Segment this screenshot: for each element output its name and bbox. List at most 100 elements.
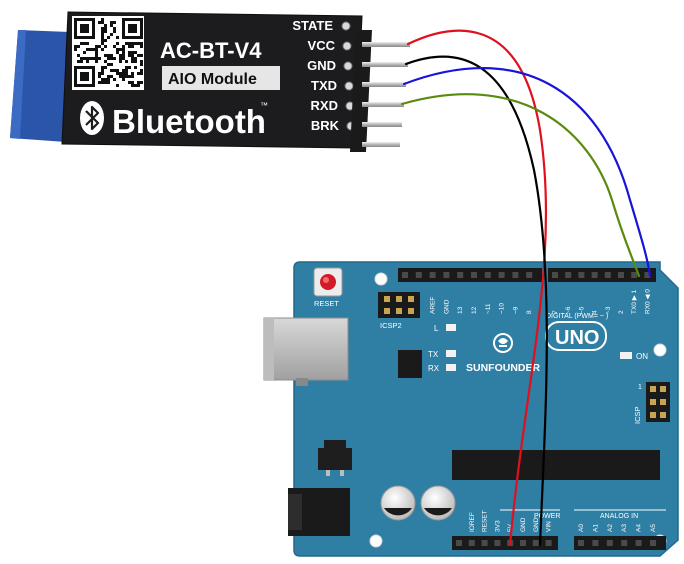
header-hole xyxy=(526,272,533,278)
header-hole xyxy=(578,272,585,278)
power-pin-label: GND xyxy=(520,517,527,532)
power-pin-label: VIN xyxy=(546,521,553,532)
module-antenna xyxy=(10,30,70,142)
header-hole xyxy=(429,272,436,278)
pin-rxd-label: RXD xyxy=(311,98,338,113)
arduino-uno-board: RESET ICSP2 L TX RX xyxy=(263,261,679,557)
usb-port xyxy=(263,317,349,386)
digital-pin-label: TX0 ▶ 1 xyxy=(631,289,638,314)
pad-gnd xyxy=(343,61,353,71)
header-hole xyxy=(484,272,491,278)
digital-pin-label: ~9 xyxy=(512,306,519,314)
capacitor xyxy=(420,485,456,521)
reset-button[interactable] xyxy=(313,267,343,297)
mount-hole xyxy=(374,272,388,286)
led-l xyxy=(446,324,456,331)
header-hole xyxy=(471,272,477,278)
digital-pin-label: ~5 xyxy=(578,306,585,314)
bluetooth-module: AC-BT-V4 AIO Module Bluetooth ™ STATE VC… xyxy=(10,11,410,152)
analog-header xyxy=(574,536,666,550)
analog-pin-label: A5 xyxy=(650,524,657,532)
digital-pin-label: ~6 xyxy=(565,306,572,314)
icsp-header xyxy=(646,382,670,422)
pin-txd-label: TXD xyxy=(311,78,337,93)
analog-pin-label: A3 xyxy=(621,524,628,532)
header-pins xyxy=(362,42,410,147)
header-hole xyxy=(635,540,642,546)
digital-pin-label: 2 xyxy=(618,310,625,314)
led-rx xyxy=(446,364,456,371)
pad-txd xyxy=(344,81,354,91)
digital-pin-label: ~11 xyxy=(485,303,492,314)
power-pin-label: 3V3 xyxy=(494,520,501,532)
led-tx-label: TX xyxy=(428,350,439,359)
digital-label: DIGITAL (PWM= ~ ) xyxy=(546,313,608,320)
led-on xyxy=(620,352,632,359)
digital-pin-label: AREF xyxy=(430,297,437,314)
header-hole xyxy=(621,540,628,546)
header-hole xyxy=(552,272,558,278)
pin-vcc-label: VCC xyxy=(308,38,336,53)
qr-code xyxy=(72,16,144,90)
header-hole xyxy=(468,540,475,546)
pad-state xyxy=(341,21,351,31)
header-hole xyxy=(578,540,584,546)
header-hole xyxy=(498,272,505,278)
digital-header-holes xyxy=(402,272,651,278)
digital-pin-label: 12 xyxy=(471,306,478,314)
header-hole xyxy=(618,272,624,278)
header-hole xyxy=(650,540,656,546)
pin-header-strip xyxy=(350,30,372,152)
bluetooth-wordmark: Bluetooth xyxy=(112,103,266,140)
pad-vcc xyxy=(342,41,352,51)
analog-pin-label: A2 xyxy=(607,524,614,532)
header-hole xyxy=(644,272,651,278)
capacitor xyxy=(380,485,416,521)
digital-pin-label: 8 xyxy=(526,310,533,314)
analog-header-holes xyxy=(578,540,656,546)
digital-pin-label: 4 xyxy=(592,310,599,314)
bluetooth-icon xyxy=(80,101,104,135)
voltage-regulator xyxy=(318,440,352,476)
header-hole xyxy=(512,272,519,278)
sunfounder-logo-icon xyxy=(493,333,513,353)
wire-txd-rx0 xyxy=(402,67,652,278)
header-hole xyxy=(456,540,462,546)
header-hole xyxy=(631,272,638,278)
header-hole xyxy=(494,540,501,546)
icsp-pin1-label: 1 xyxy=(638,384,642,391)
header-hole xyxy=(604,272,611,278)
header-hole xyxy=(457,272,464,278)
trademark-symbol: ™ xyxy=(260,101,268,110)
led-tx xyxy=(446,350,456,357)
wire-rxd-tx0 xyxy=(400,93,641,278)
digital-pin-label: GND xyxy=(443,299,450,314)
uno-label: UNO xyxy=(555,327,599,349)
analog-label: ANALOG IN xyxy=(600,513,638,520)
aio-label: AIO Module xyxy=(168,71,257,88)
digital-pin-label: ~3 xyxy=(605,306,612,314)
header-hole xyxy=(481,540,488,546)
power-pin-label: IOREF xyxy=(469,512,476,532)
led-rx-label: RX xyxy=(428,364,440,373)
digital-pin-label: 7 xyxy=(552,310,559,314)
module-model: AC-BT-V4 xyxy=(160,38,262,63)
header-hole xyxy=(591,272,598,278)
led-on-label: ON xyxy=(636,352,648,361)
power-jack xyxy=(288,488,350,536)
digital-header xyxy=(398,268,656,282)
pin-brk-label: BRK xyxy=(311,118,340,133)
header-hole xyxy=(415,272,422,278)
header-hole xyxy=(565,272,572,278)
led-l-label: L xyxy=(434,324,439,333)
reset-label: RESET xyxy=(314,299,339,308)
analog-pin-label: A4 xyxy=(636,524,643,532)
header-hole xyxy=(545,540,552,546)
digital-pin-label: ~10 xyxy=(499,303,506,314)
wires xyxy=(400,29,652,547)
pin-gnd-label: GND xyxy=(307,58,336,73)
pin-state-label: STATE xyxy=(292,18,333,33)
